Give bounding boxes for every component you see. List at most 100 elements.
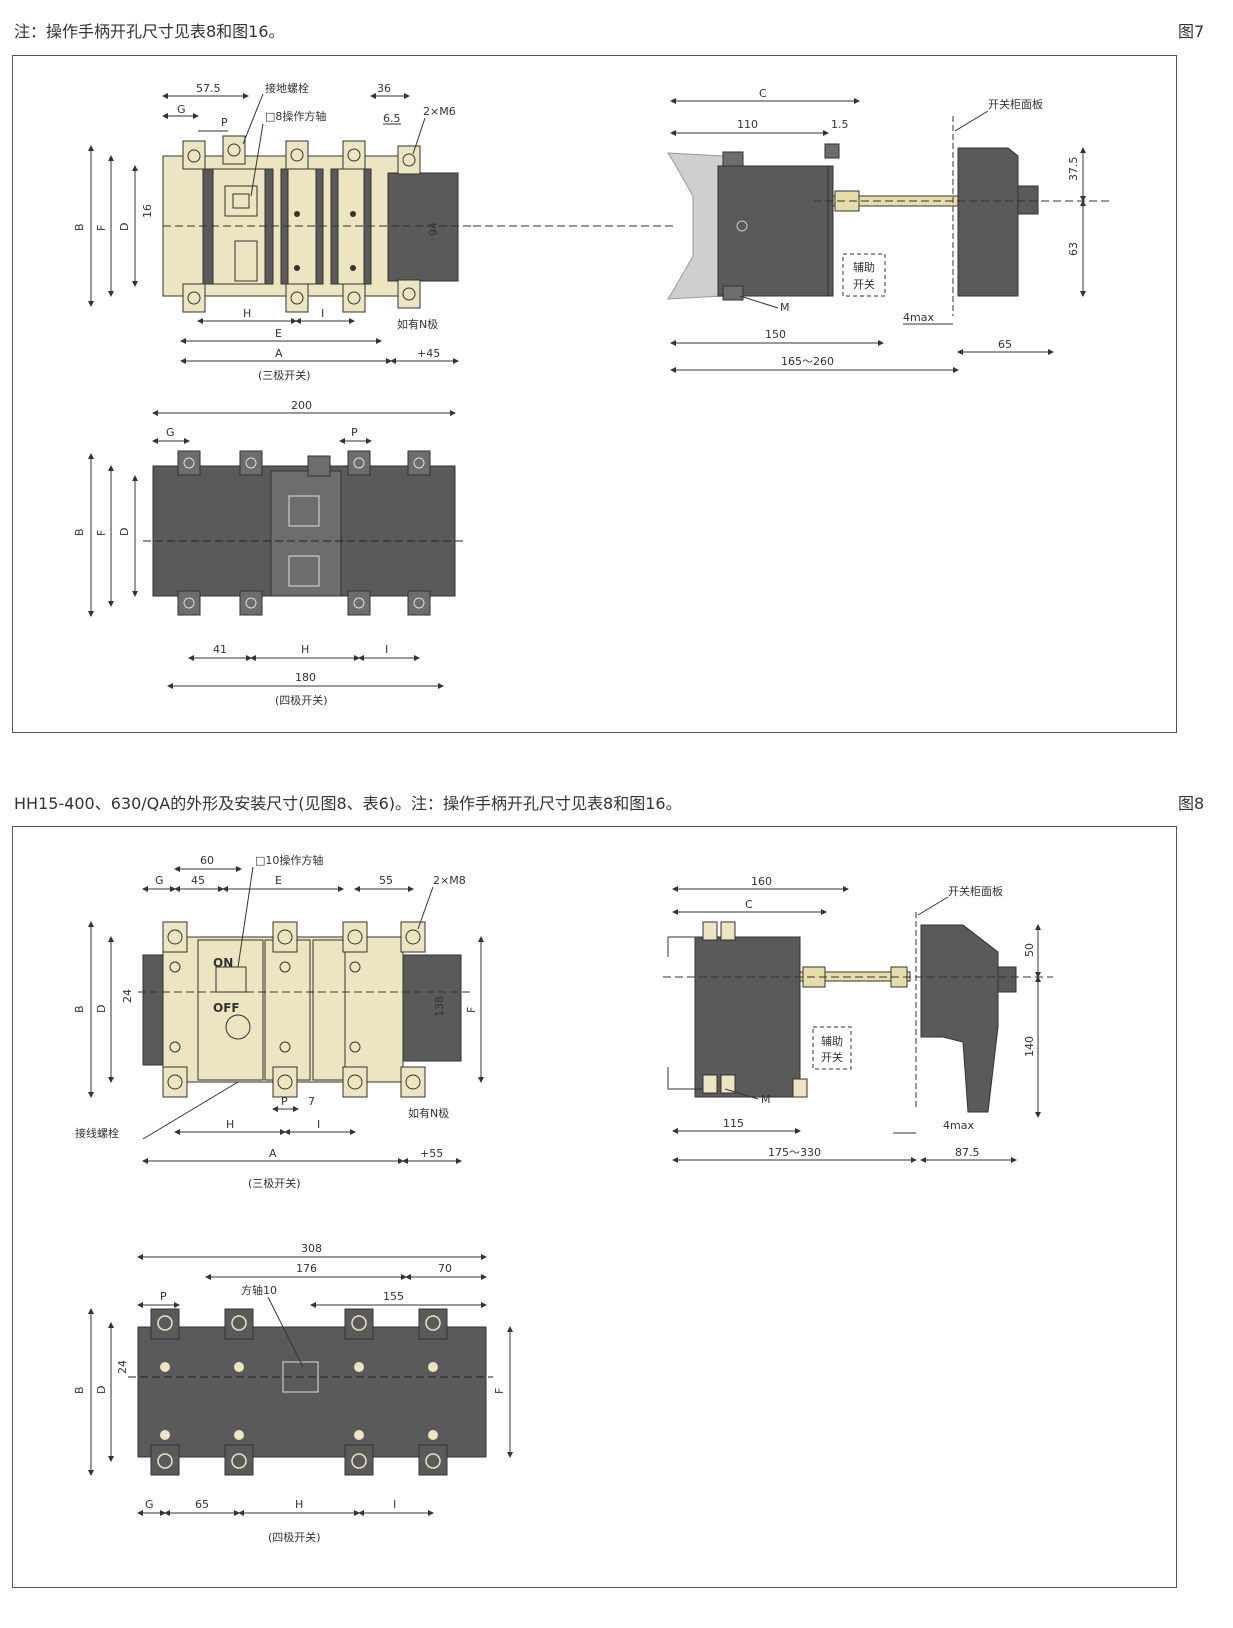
dim-60: 60	[200, 854, 214, 867]
dim-e: E	[275, 327, 282, 340]
dim-65-8: 65	[195, 1498, 209, 1511]
dim-160: 160	[751, 875, 772, 888]
figure8-panel: ON OFF 60 □10操作方轴 G 45 E 55 2×M8 B D 24 …	[12, 826, 1177, 1588]
caption-three-pole: (三极开关)	[258, 368, 311, 382]
dim-i4: I	[385, 643, 388, 656]
caption-four-pole: (四极开关)	[275, 693, 328, 707]
dim-i: I	[321, 307, 324, 320]
label-m: M	[780, 301, 790, 314]
caption-three-pole8: (三极开关)	[248, 1176, 301, 1190]
label-on: ON	[213, 956, 233, 970]
dim-63: 63	[1067, 242, 1080, 256]
dim-h8: H	[226, 1118, 234, 1131]
dim-f: F	[95, 225, 108, 231]
dim-24-4: 24	[116, 1360, 129, 1374]
label-aux1-8: 辅助	[821, 1034, 843, 1048]
dim-p: P	[221, 116, 228, 129]
fig8-three-pole-view: ON OFF 60 □10操作方轴 G 45 E 55 2×M8 B D 24 …	[73, 853, 484, 1190]
dim-16: 16	[141, 204, 154, 218]
dim-4max: 4max	[903, 311, 934, 324]
dim-p8: P	[281, 1095, 288, 1108]
dim-plus55: +55	[420, 1147, 443, 1160]
dim-175-330: 175～330	[768, 1146, 821, 1159]
dim-i8: I	[317, 1118, 320, 1131]
dim-b4: B	[73, 528, 86, 536]
label-aux1: 辅助	[853, 260, 875, 274]
dim-e8: E	[275, 874, 282, 887]
label-n-pole: 如有N极	[397, 317, 438, 331]
dim-155: 155	[383, 1290, 404, 1303]
dim-b4-8: B	[73, 1386, 86, 1394]
dim-57-5: 57.5	[196, 82, 221, 95]
dim-d: D	[118, 223, 131, 231]
fig8-four-pole-view: 308 176 70 方轴10 155 P B D 24 F G 65 H I …	[73, 1242, 513, 1544]
dim-1-5: 1.5	[831, 118, 849, 131]
label-shaft-4: 方轴10	[241, 1283, 277, 1297]
dim-70: 70	[438, 1262, 452, 1275]
fig7-side-view: 辅助 开关 C 110 1.5 开关柜面板 37.5 63 M 4max 150…	[667, 87, 1113, 373]
dim-138: 138	[433, 996, 446, 1017]
dim-176: 176	[296, 1262, 317, 1275]
figure8-drawing: ON OFF 60 □10操作方轴 G 45 E 55 2×M8 B D 24 …	[73, 853, 1053, 1544]
dim-94: 94	[427, 222, 440, 236]
dim-c8: C	[745, 898, 753, 911]
label-n-pole8: 如有N极	[408, 1106, 449, 1120]
dim-a8: A	[269, 1147, 277, 1160]
dim-p4-8: P	[160, 1290, 167, 1303]
dim-d4-8: D	[95, 1386, 108, 1394]
dim-g: G	[177, 103, 186, 116]
dim-180: 180	[295, 671, 316, 684]
dim-65: 65	[998, 338, 1012, 351]
fig7-three-pole-view: 57.5 G P 接地螺栓 □8操作方轴 36 6.5 2×M6 B F D 1…	[73, 81, 673, 382]
dim-6-5: 6.5	[383, 112, 401, 125]
section1-note: 注：操作手柄开孔尺寸见表8和图16。	[14, 22, 285, 41]
dim-87-5: 87.5	[955, 1146, 980, 1159]
label-ground-bolt: 接地螺栓	[265, 81, 309, 95]
label-wire-bolt: 接线螺栓	[75, 1126, 119, 1140]
dim-50: 50	[1023, 943, 1036, 957]
dim-115: 115	[723, 1117, 744, 1130]
label-m6: 2×M6	[423, 105, 456, 118]
dim-h: H	[243, 307, 251, 320]
dim-p4: P	[351, 426, 358, 439]
dim-308: 308	[301, 1242, 322, 1255]
dim-h4: H	[301, 643, 309, 656]
dim-b: B	[73, 223, 86, 231]
label-m8: 2×M8	[433, 874, 466, 887]
dim-200: 200	[291, 399, 312, 412]
dim-165-260: 165～260	[781, 355, 834, 368]
dim-f4: F	[95, 530, 108, 536]
label-shaft10: □10操作方轴	[255, 853, 323, 867]
dim-g4: G	[166, 426, 175, 439]
dim-150: 150	[765, 328, 786, 341]
dim-110: 110	[737, 118, 758, 131]
dim-h4-8: H	[295, 1498, 303, 1511]
section1-fig-label: 图7	[1178, 22, 1205, 41]
dim-f4-8: F	[493, 1388, 506, 1394]
dim-b8: B	[73, 1005, 86, 1013]
dim-c: C	[759, 87, 767, 100]
label-panel: 开关柜面板	[988, 97, 1043, 111]
figure7-panel: 57.5 G P 接地螺栓 □8操作方轴 36 6.5 2×M6 B F D 1…	[12, 55, 1177, 733]
dim-140: 140	[1023, 1036, 1036, 1057]
fig8-side-view: 辅助 开关 160 C 开关柜面板 50 140 M 115 4max 175～…	[663, 875, 1053, 1163]
dim-7: 7	[308, 1095, 315, 1108]
label-shaft8: □8操作方轴	[265, 109, 326, 123]
dim-g4-8: G	[145, 1498, 154, 1511]
section2-fig-label: 图8	[1178, 794, 1205, 813]
label-aux2: 开关	[853, 277, 875, 291]
dim-36: 36	[377, 82, 391, 95]
section2-note: HH15-400、630/QA的外形及安装尺寸(见图8、表6)。注：操作手柄开孔…	[14, 794, 682, 813]
dim-i4-8: I	[393, 1498, 396, 1511]
dim-55: 55	[379, 874, 393, 887]
label-aux2-8: 开关	[821, 1050, 843, 1064]
dim-24: 24	[121, 989, 134, 1003]
dim-37-5: 37.5	[1067, 157, 1080, 182]
dim-4max8: 4max	[943, 1119, 974, 1132]
label-panel8: 开关柜面板	[948, 884, 1003, 898]
dim-f8: F	[465, 1007, 478, 1013]
fig7-four-pole-view: 200 G P B F D 41 H I 180 (四极开关)	[73, 399, 463, 707]
dim-a: A	[275, 347, 283, 360]
dim-45: 45	[191, 874, 205, 887]
figure7-drawing: 57.5 G P 接地螺栓 □8操作方轴 36 6.5 2×M6 B F D 1…	[73, 81, 1113, 707]
